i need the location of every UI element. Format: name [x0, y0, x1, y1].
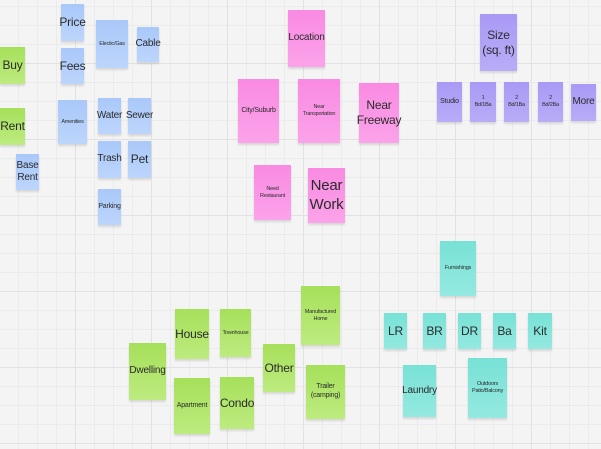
note-text: Amenities [61, 118, 84, 125]
sticky-note-sewer[interactable]: Sewer [125, 98, 154, 134]
sticky-note-fees[interactable]: Fees [59, 48, 86, 84]
sticky-note-townhouse[interactable]: Townhouse [220, 309, 251, 357]
note-text: Laundry [402, 384, 437, 396]
note-text: Pet [130, 152, 149, 166]
note-text: DR [461, 323, 478, 338]
note-text: Parking [98, 202, 121, 210]
sticky-note-kit[interactable]: Kit [528, 313, 552, 349]
note-text: Kit [533, 323, 547, 338]
note-text: Near Freeway [356, 98, 402, 127]
sticky-note-size[interactable]: Size (sq. ft) [480, 14, 517, 71]
note-text: Rent [0, 119, 25, 133]
note-text: Electic/Gas [99, 40, 125, 47]
note-text: More [572, 96, 595, 108]
note-text: Outdoors Patio/Balcony [471, 381, 504, 394]
sticky-note-near-freeway[interactable]: Near Freeway [356, 83, 402, 143]
note-text: Near Transportation [302, 104, 336, 117]
note-text: Condo [219, 395, 255, 410]
note-text: Near Work [309, 176, 344, 213]
note-text: 1 Bd/1Ba [474, 95, 492, 108]
sticky-note-more[interactable]: More [571, 84, 596, 121]
sticky-note-price[interactable]: Price [59, 4, 86, 41]
note-text: Price [59, 15, 86, 29]
sticky-note-furnishings[interactable]: Furnishings [440, 241, 476, 296]
sticky-note-need-restaurant[interactable]: Need Restaurant [254, 165, 291, 220]
note-text: House [175, 326, 209, 341]
sticky-note-water[interactable]: Water [96, 98, 123, 134]
note-text: Location [288, 32, 325, 44]
note-text: Water [96, 109, 123, 121]
note-text: LR [388, 323, 403, 338]
note-text: Sewer [125, 109, 154, 121]
sticky-note-manufactured-home[interactable]: Manufactured Home [301, 286, 340, 345]
note-text: Studio [440, 97, 459, 105]
sticky-note-dr[interactable]: DR [458, 313, 481, 349]
sticky-note-ba[interactable]: Ba [493, 313, 516, 349]
note-text: Ba [497, 323, 512, 338]
note-text: Trash [97, 153, 122, 165]
note-text: Townhouse [222, 329, 249, 336]
sticky-note-lr[interactable]: LR [384, 313, 407, 349]
sticky-note-base-rent[interactable]: Base Rent [16, 154, 39, 190]
note-text: Cable [135, 38, 161, 50]
note-text: Size (sq. ft) [482, 27, 515, 57]
note-text: City/Suburb [241, 106, 276, 114]
note-text: Trailer (camping) [310, 383, 341, 399]
sticky-note-rent[interactable]: Rent [0, 108, 25, 145]
sticky-note-2bd-2ba[interactable]: 2 Bd/2Ba [538, 82, 563, 122]
sticky-note-cable[interactable]: Cable [135, 27, 161, 62]
sticky-note-trailer-camping[interactable]: Trailer (camping) [306, 365, 345, 419]
sticky-note-apartment[interactable]: Apartment [174, 378, 210, 434]
sticky-note-pet[interactable]: Pet [128, 141, 151, 178]
sticky-note-house[interactable]: House [175, 309, 209, 359]
sticky-note-other[interactable]: Other [263, 344, 295, 392]
sticky-note-dwelling[interactable]: Dwelling [129, 343, 166, 400]
sticky-note-parking[interactable]: Parking [98, 189, 121, 225]
sticky-note-condo[interactable]: Condo [220, 377, 254, 429]
sticky-note-amenities[interactable]: Amenities [58, 100, 87, 144]
sticky-note-2bd-1ba[interactable]: 2 Bd/1Ba [504, 82, 529, 122]
sticky-note-br[interactable]: BR [423, 313, 446, 349]
sticky-note-1bd-1ba[interactable]: 1 Bd/1Ba [470, 82, 496, 122]
sticky-note-location[interactable]: Location [288, 10, 325, 67]
sticky-note-city-suburb[interactable]: City/Suburb [238, 79, 279, 143]
sticky-note-studio[interactable]: Studio [437, 82, 462, 122]
sticky-note-near-transportation[interactable]: Near Transportation [298, 79, 340, 143]
note-text: BR [426, 323, 443, 338]
note-text: Fees [59, 58, 86, 73]
note-text: Dwelling [129, 365, 166, 377]
sticky-note-trash[interactable]: Trash [97, 141, 122, 178]
note-text: 2 Bd/1Ba [508, 95, 525, 108]
sticky-note-outdoors-patio-balcony[interactable]: Outdoors Patio/Balcony [468, 358, 507, 418]
note-text: Base Rent [16, 159, 39, 184]
note-text: 2 Bd/2Ba [542, 95, 559, 108]
note-text: Manufactured Home [304, 308, 337, 322]
note-text: Need Restaurant [260, 185, 285, 199]
note-text: Apartment [176, 401, 208, 409]
note-text: Furnishings [444, 265, 472, 272]
note-text: Buy [2, 58, 23, 72]
sticky-note-near-work[interactable]: Near Work [308, 168, 345, 223]
sticky-note-electric-gas[interactable]: Electic/Gas [96, 20, 128, 68]
sticky-note-laundry[interactable]: Laundry [402, 365, 437, 417]
sticky-note-buy[interactable]: Buy [0, 47, 25, 84]
note-text: Other [264, 360, 294, 375]
